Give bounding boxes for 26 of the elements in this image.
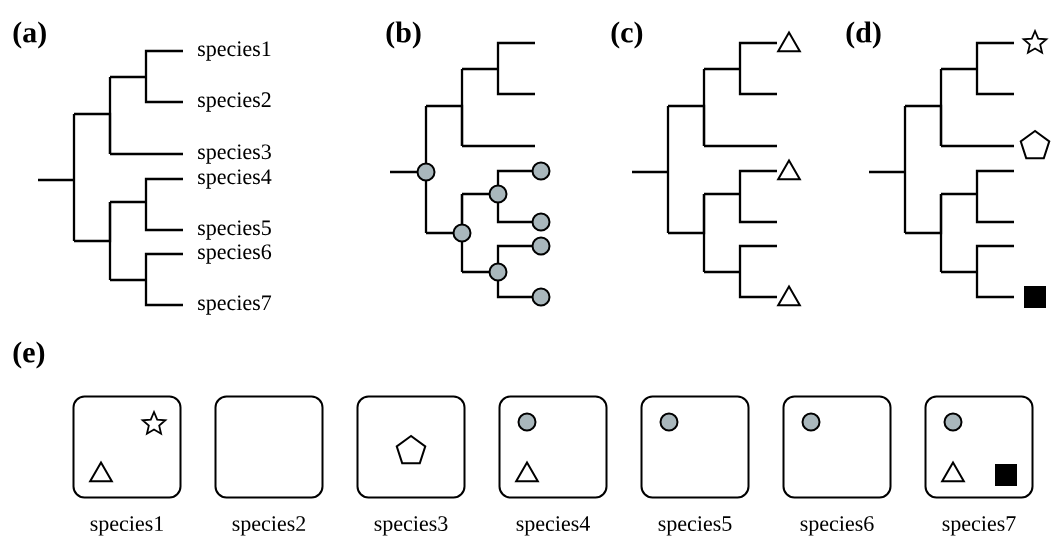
panel-label: (d): [846, 21, 881, 49]
species-label: species5: [658, 516, 732, 536]
species-label: species1: [198, 41, 271, 61]
panel-label: (e): [13, 341, 45, 369]
species-panel: [214, 395, 324, 499]
species-label: species3: [374, 516, 448, 536]
panel-label: (a): [13, 21, 46, 49]
species-panel: [72, 395, 182, 499]
species-label: species7: [942, 516, 1016, 536]
species-label: species7: [198, 295, 272, 315]
species-label: species4: [198, 169, 272, 189]
species-label: species6: [198, 244, 272, 264]
panel-label: (c): [611, 21, 643, 49]
species-panel: [782, 395, 892, 499]
species-label: species3: [198, 144, 271, 164]
species-panel: [356, 395, 466, 499]
species-label: species1: [90, 516, 163, 536]
species-panel: [924, 395, 1034, 499]
species-panel: [640, 395, 750, 499]
species-label: species4: [516, 516, 590, 536]
species-label: species5: [198, 220, 271, 240]
panel-label: (b): [386, 21, 421, 49]
species-label: species2: [198, 92, 271, 112]
species-panel: [498, 395, 608, 499]
species-label: species6: [800, 516, 874, 536]
species-label: species2: [232, 516, 306, 536]
